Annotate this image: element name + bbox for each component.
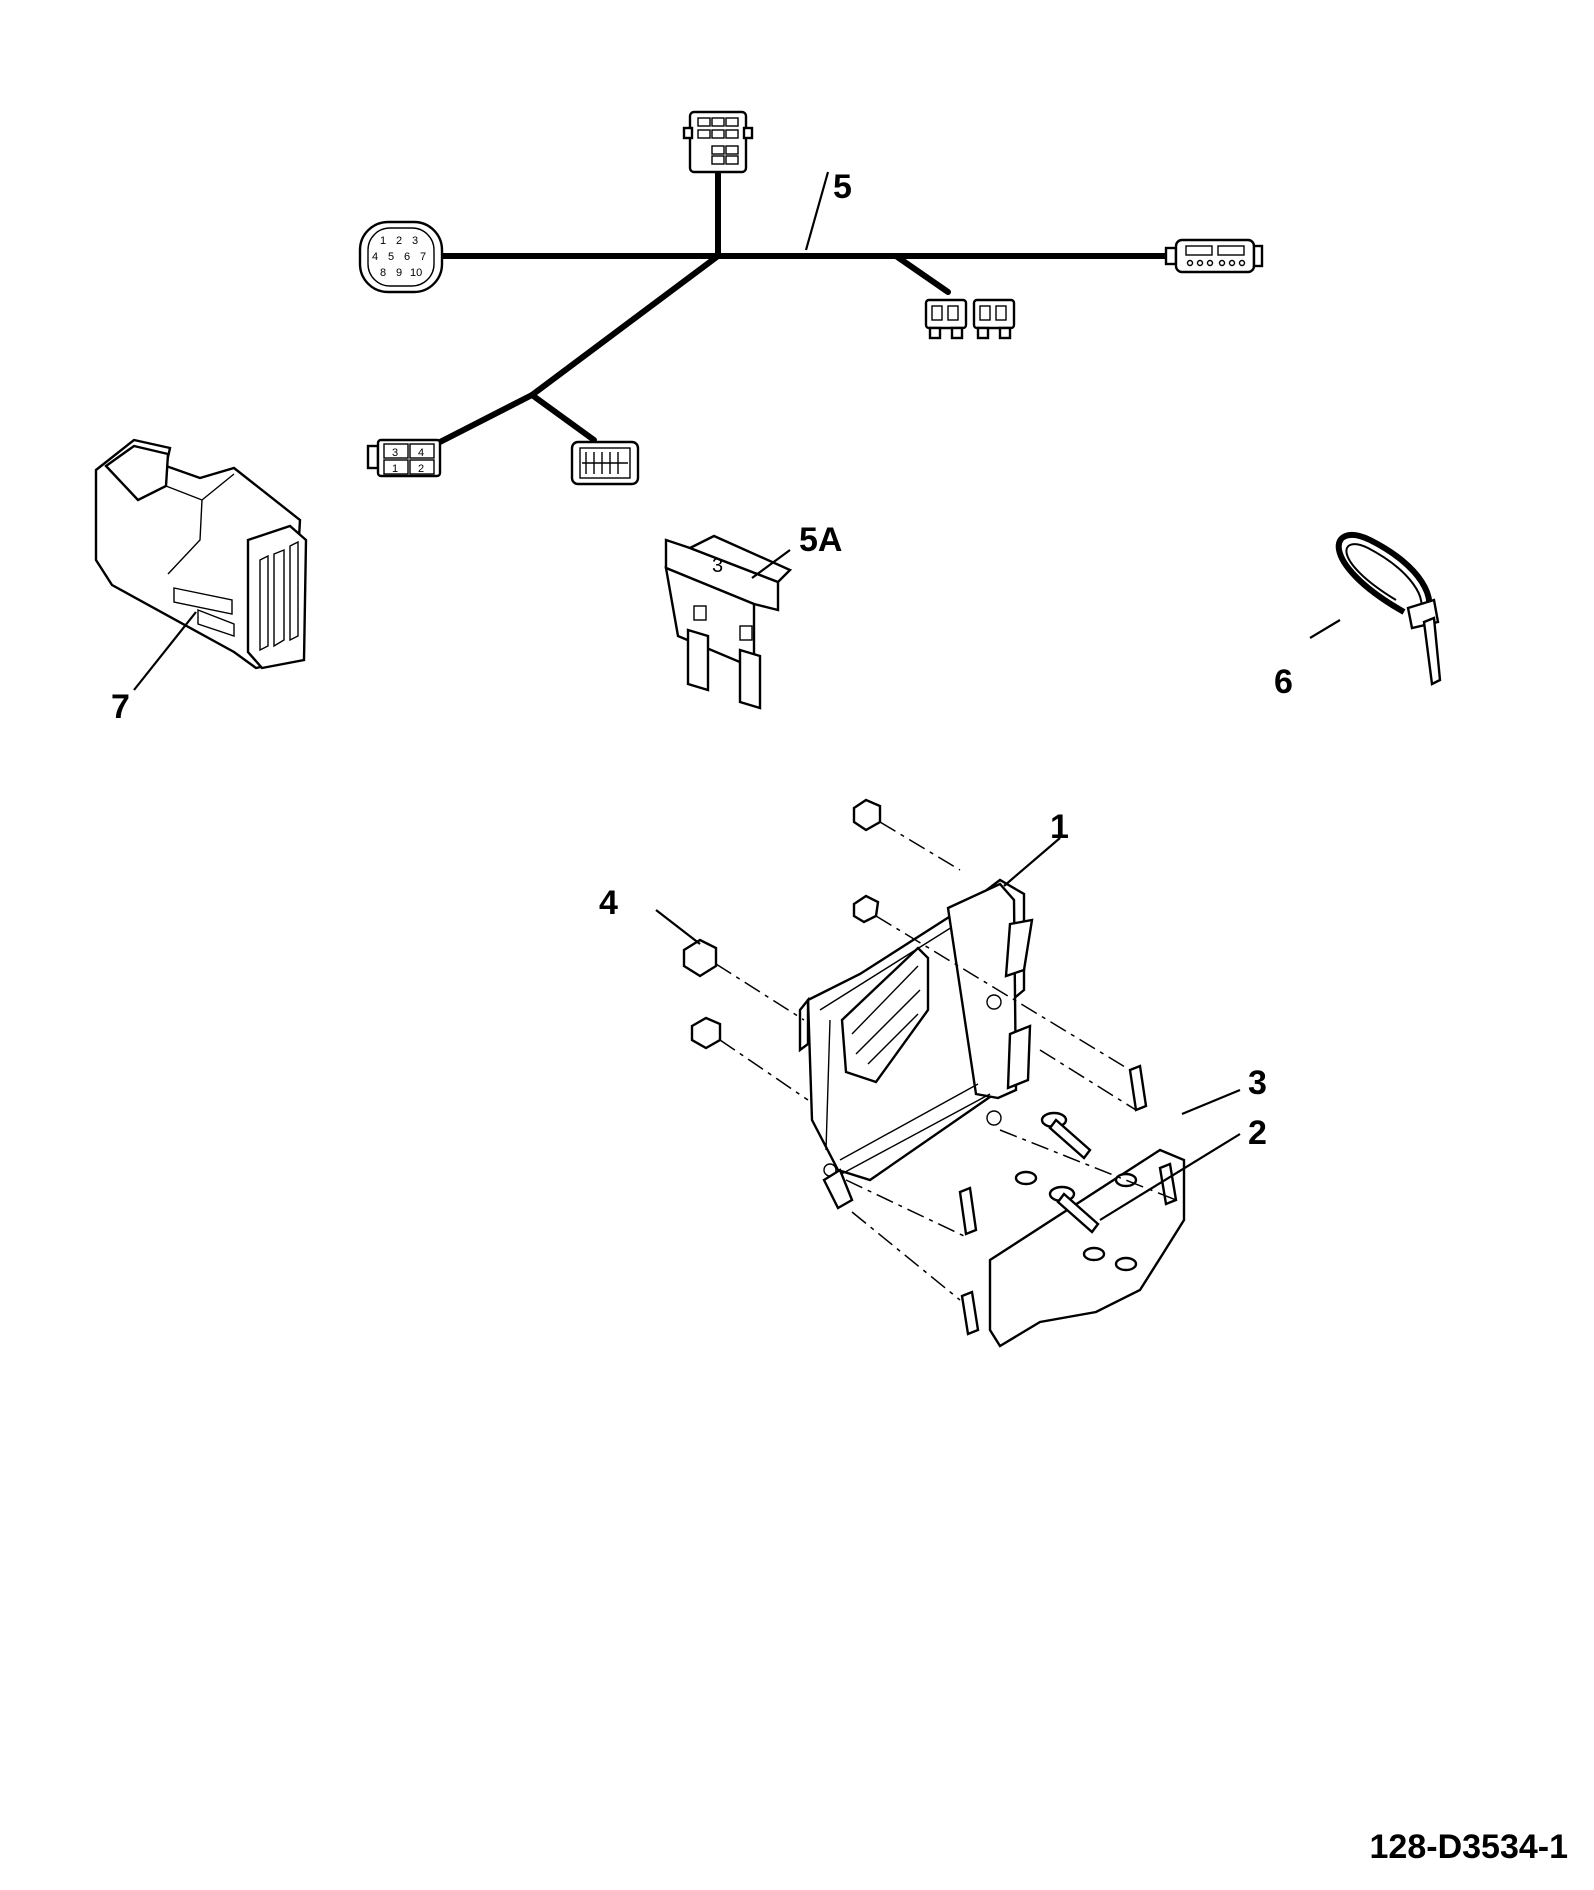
fuse-rating: 3	[712, 555, 723, 577]
callout-3: 3	[1248, 1064, 1267, 1102]
callout-6: 6	[1274, 663, 1293, 701]
relay-connector	[682, 110, 754, 174]
four-way-connector: 3 4 1 2	[366, 438, 442, 478]
callout-5a: 5A	[799, 521, 842, 559]
mounting-studs	[958, 1064, 1178, 1336]
callout-1: 1	[1050, 808, 1069, 846]
blade-fuse: 3	[664, 534, 793, 710]
pin-label: 4	[418, 447, 424, 459]
pin-label: 3	[412, 235, 418, 247]
cable-tie	[1335, 532, 1442, 686]
alignment-lines	[715, 821, 1177, 1301]
pin-label: 5	[388, 251, 394, 263]
callout-4: 4	[599, 884, 618, 922]
leader-lines	[133, 171, 1341, 1221]
pin-label: 10	[410, 267, 422, 279]
callout-5: 5	[833, 168, 852, 206]
connector-body	[94, 438, 308, 670]
pin-label: 2	[418, 463, 424, 475]
pin-label: 6	[404, 251, 410, 263]
drawing-number: 128-D3534-1	[1370, 1828, 1568, 1866]
pin-label: 3	[392, 447, 398, 459]
pin-label: 2	[396, 235, 402, 247]
pin-label: 4	[372, 251, 378, 263]
callout-7: 7	[111, 688, 130, 726]
flange-nuts	[682, 798, 882, 1050]
pin-label: 7	[420, 251, 426, 263]
inline-connector	[1164, 238, 1264, 274]
round-connector: 1 2 3 4 5 6 7 8 9 10	[358, 220, 444, 294]
pin-label: 9	[396, 267, 402, 279]
control-module-assembly	[682, 798, 1186, 1348]
callout-2: 2	[1248, 1114, 1267, 1152]
bolts	[1014, 1111, 1138, 1272]
multi-pin-connector	[570, 440, 640, 486]
pin-label: 1	[380, 235, 386, 247]
twin-connectors	[924, 298, 1016, 340]
pin-label: 8	[380, 267, 386, 279]
wiring-harness: 1 2 3 4 5 6 7 8 9 10	[358, 110, 1264, 486]
pin-label: 1	[392, 463, 398, 475]
